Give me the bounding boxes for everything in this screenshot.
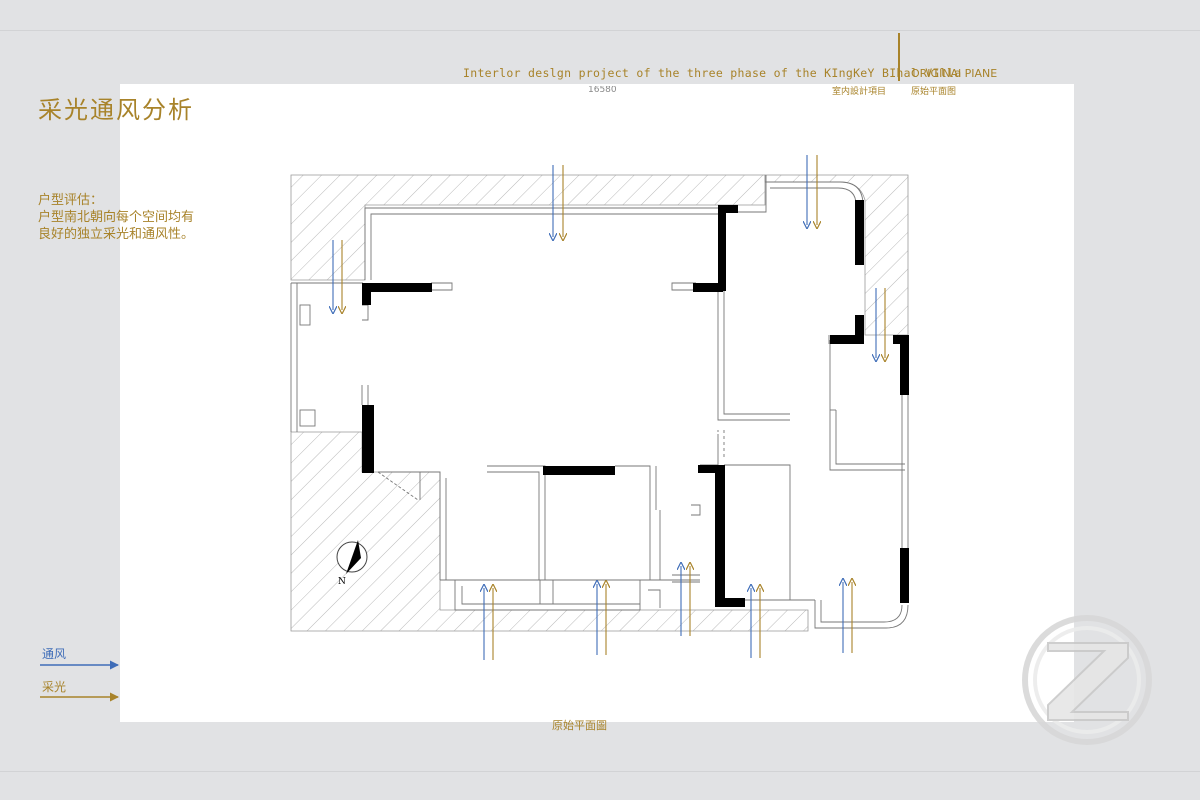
sheet-name-en: ORIGINAl PIANE <box>911 67 998 80</box>
legend-ventilation-label: 通风 <box>42 647 67 661</box>
assessment-heading: 户型评估： <box>38 193 104 208</box>
legend-lighting-label: 采光 <box>42 680 67 694</box>
page-title: 采光通风分析 <box>38 96 194 124</box>
z-monogram-logo <box>1022 615 1152 745</box>
sheet-name-cn: 原始平面图 <box>911 87 957 97</box>
project-name-en: Interlor deslgn project of the three pha… <box>463 66 962 80</box>
structural-walls <box>362 200 909 607</box>
top-hairline <box>0 30 1200 31</box>
bottom-hairline <box>0 771 1200 772</box>
north-arrow-icon: N <box>336 540 368 587</box>
assessment-line: 良好的独立采光和通风性。 <box>38 227 195 242</box>
hatched-site-areas <box>290 174 909 632</box>
assessment-line: 户型南北朝向每个空间均有 <box>38 210 195 225</box>
overall-dimension: 16580 <box>588 86 617 93</box>
unit-assessment: 户型评估： 户型南北朝向每个空间均有 良好的独立采光和通风性。 <box>38 192 238 243</box>
lighting-arrows <box>342 155 885 660</box>
plan-caption: 原始平面圖 <box>552 719 607 732</box>
project-name-cn: 室内設計項目 <box>832 87 887 97</box>
title-block-divider <box>898 33 900 81</box>
ventilation-arrows <box>333 155 876 660</box>
compass-label: N <box>338 577 346 587</box>
